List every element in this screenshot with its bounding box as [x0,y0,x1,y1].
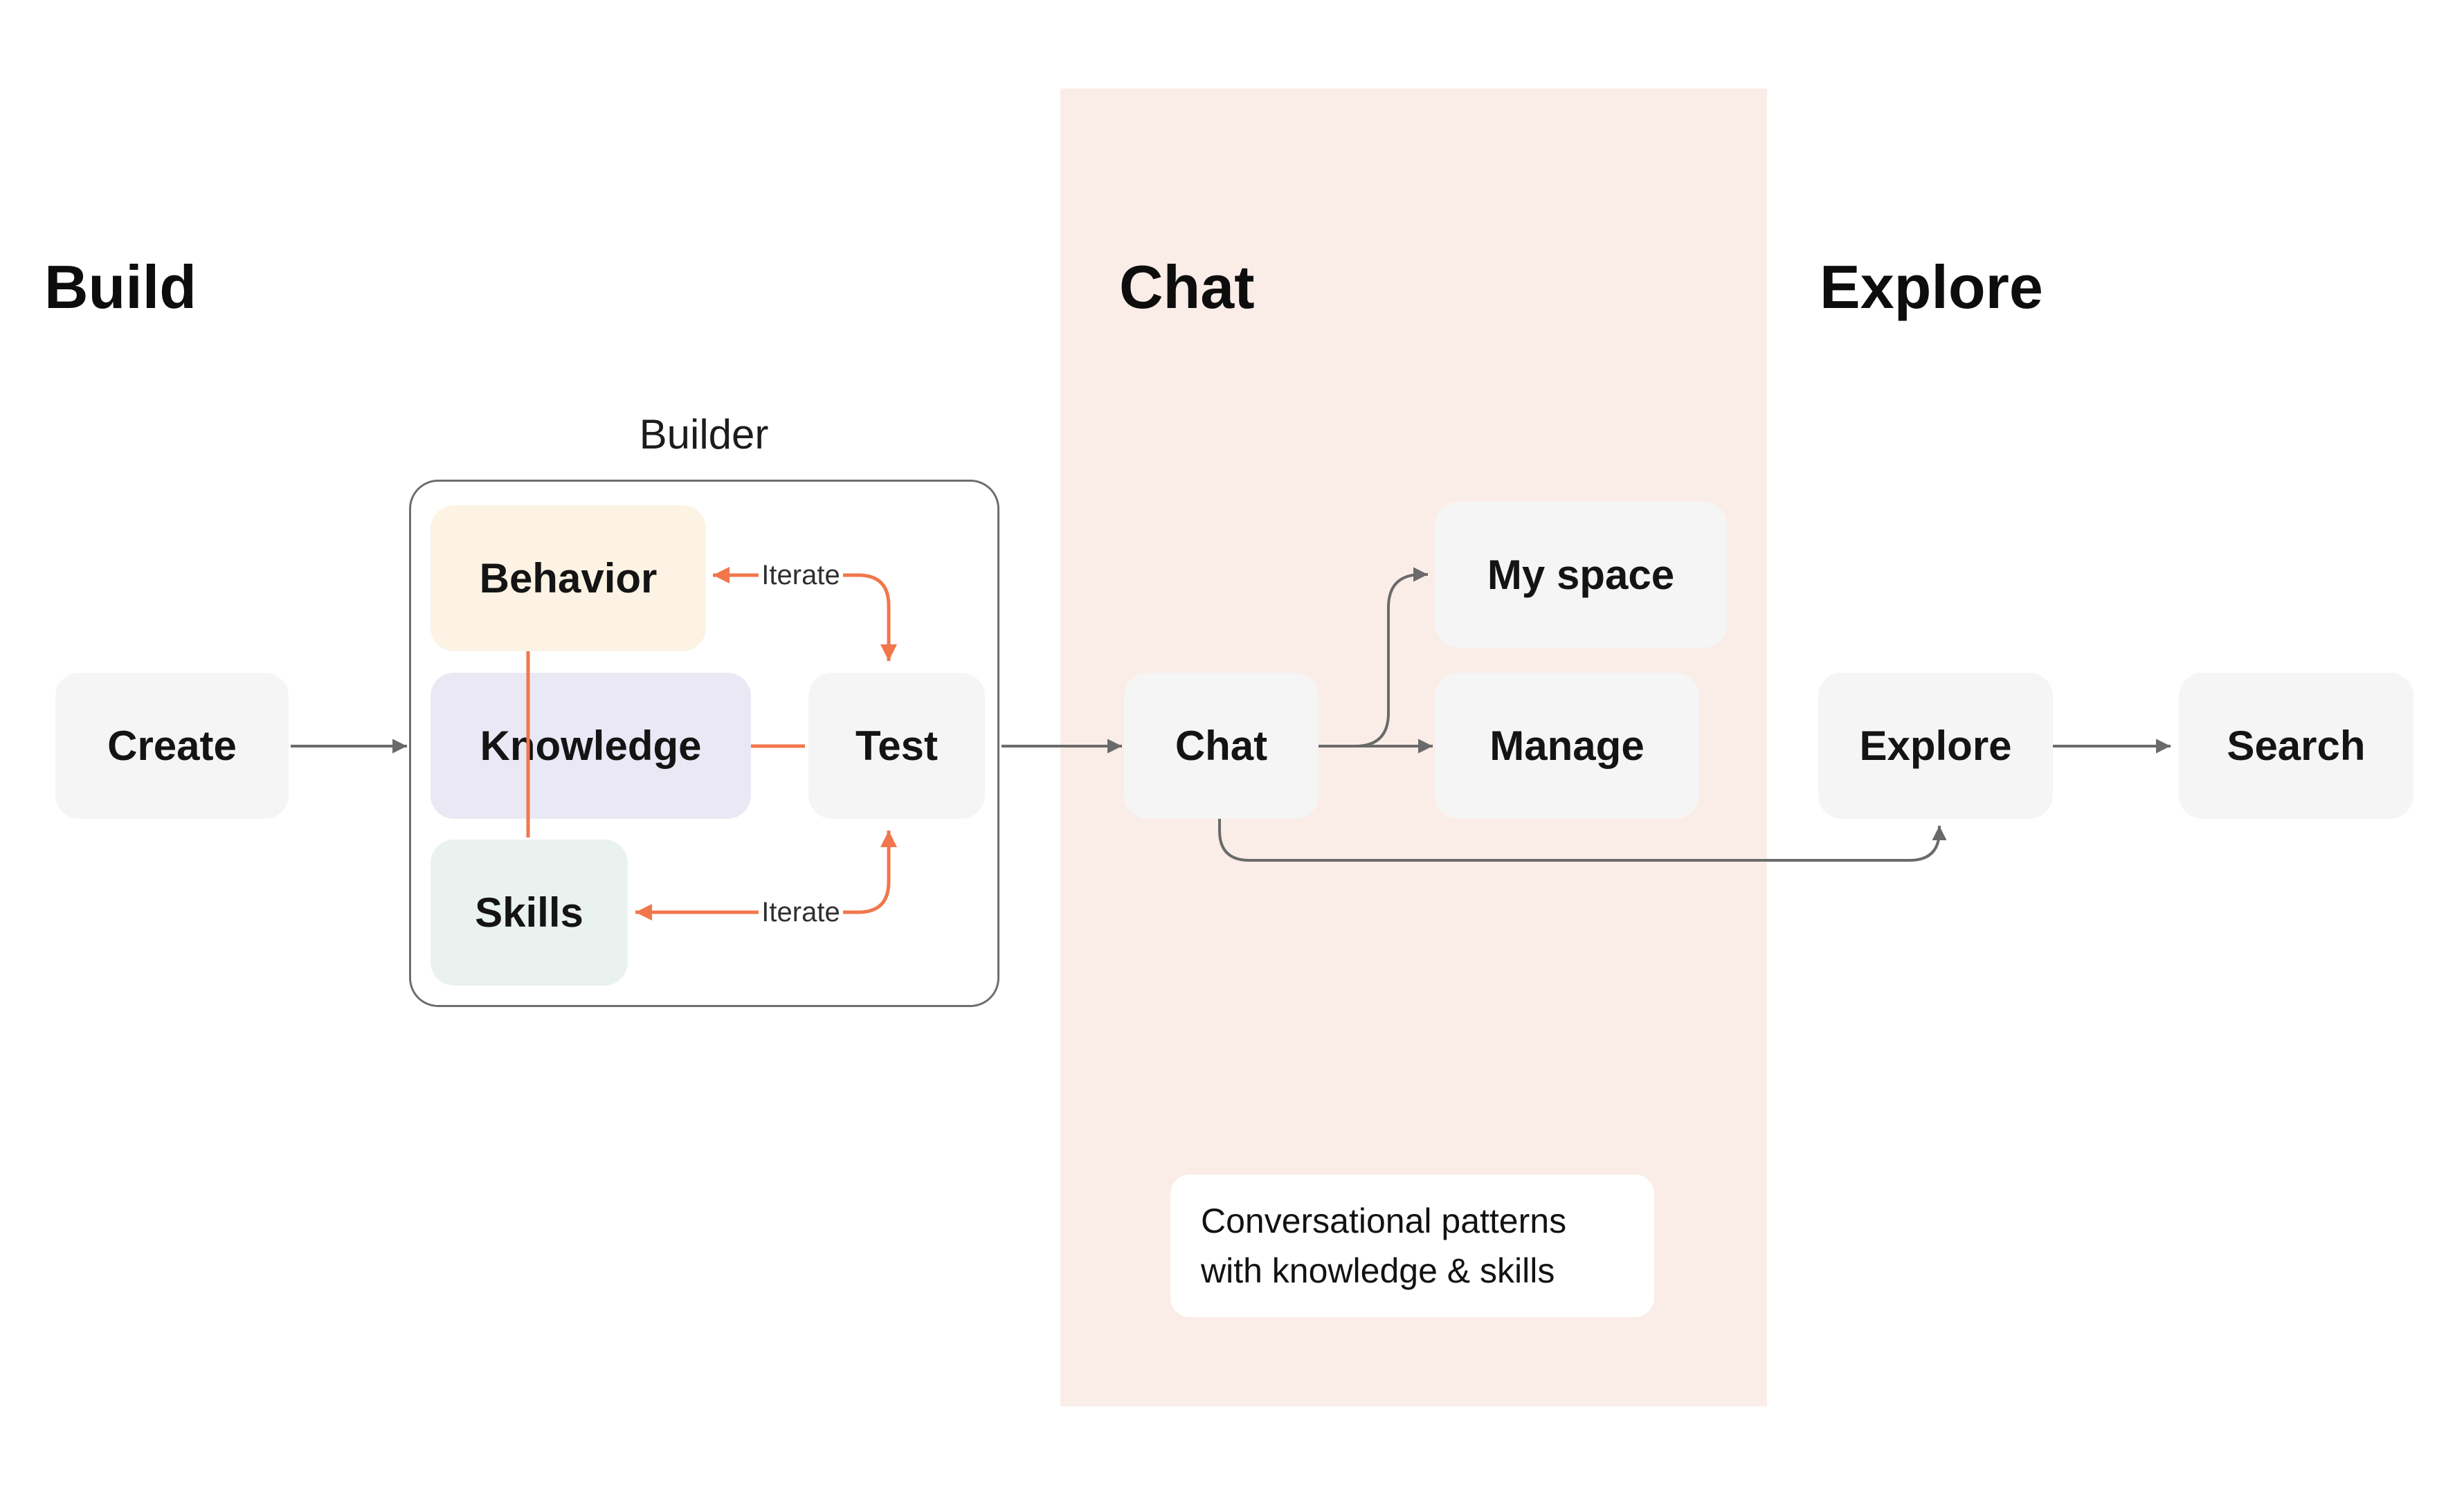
node-my-space-label: My space [1487,551,1675,598]
node-my-space: My space [1435,502,1727,648]
node-create: Create [55,673,289,819]
node-manage-label: Manage [1489,722,1645,769]
node-explore: Explore [1818,673,2053,819]
node-test: Test [808,673,985,819]
section-title-explore: Explore [1820,253,2043,321]
node-chat: Chat [1124,673,1319,819]
builder-group-label: Builder [639,411,769,457]
node-search: Search [2179,673,2413,819]
node-skills-label: Skills [475,889,583,936]
iterate-label-top: Iterate [761,560,840,590]
iterate-label-bottom: Iterate [761,897,840,927]
node-search-label: Search [2227,722,2366,769]
note-line-2: with knowledge & skills [1201,1251,1555,1290]
node-knowledge-label: Knowledge [480,722,702,769]
section-title-build: Build [44,253,197,321]
node-test-label: Test [855,722,938,769]
node-manage: Manage [1435,673,1699,819]
node-behavior: Behavior [431,505,706,651]
node-chat-label: Chat [1175,722,1268,769]
note-line-1: Conversational patterns [1201,1202,1567,1240]
node-skills: Skills [431,840,628,986]
section-title-chat: Chat [1119,253,1255,321]
node-behavior-label: Behavior [479,554,658,601]
note-conversational-patterns: Conversational patterns with knowledge &… [1170,1175,1654,1317]
node-create-label: Create [107,722,237,769]
node-knowledge: Knowledge [431,673,751,819]
node-explore-label: Explore [1859,722,2012,769]
